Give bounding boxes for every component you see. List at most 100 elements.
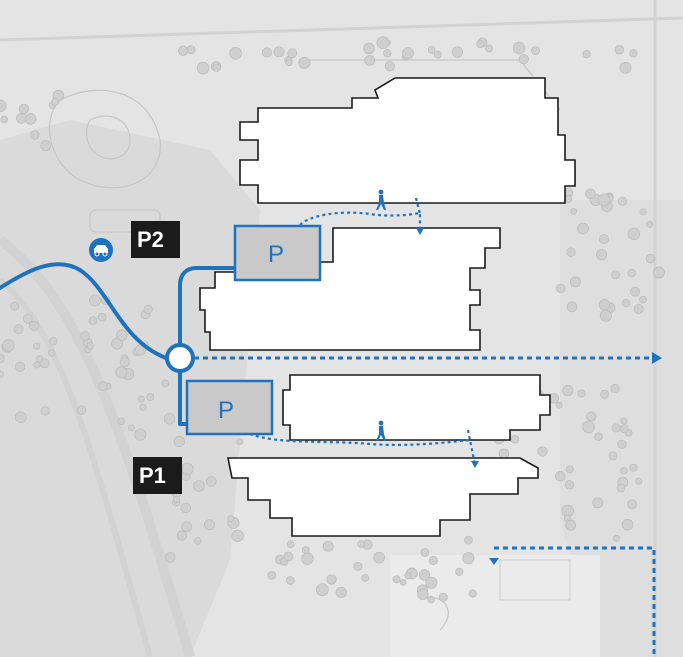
tree (619, 424, 629, 434)
route-to-p2 (178, 266, 248, 347)
tree (49, 337, 58, 346)
label-p2: P2 (131, 221, 180, 258)
tree (510, 434, 520, 444)
tree (206, 476, 217, 487)
arrow-east-exit (652, 352, 662, 364)
tree (127, 424, 135, 432)
tree (172, 495, 180, 503)
tree (33, 361, 41, 369)
tree (164, 552, 176, 563)
arrow-walk-north (416, 228, 424, 235)
tree (10, 301, 20, 311)
tree (531, 46, 540, 56)
tree (565, 519, 577, 531)
tree (18, 103, 30, 115)
label-p1: P1 (133, 457, 182, 494)
tree (86, 342, 94, 350)
tree (285, 58, 293, 67)
tree (582, 420, 595, 434)
parking-p1[interactable]: P (185, 379, 274, 436)
parking-area-p2[interactable] (233, 224, 322, 282)
tree (653, 266, 665, 279)
building-south-lower (227, 457, 539, 537)
tree (620, 417, 628, 425)
tree (555, 401, 563, 409)
tree (392, 575, 401, 584)
tree (298, 57, 311, 69)
tree (462, 552, 475, 565)
tree (137, 395, 145, 403)
tree (570, 207, 578, 215)
tree (418, 569, 431, 581)
tree (98, 381, 108, 391)
tree (613, 534, 620, 542)
tree (598, 299, 610, 311)
tree (76, 405, 87, 415)
tree (163, 413, 176, 425)
tree (364, 55, 375, 66)
walking-paths (249, 197, 477, 466)
tree (134, 428, 147, 441)
tree (0, 99, 7, 113)
tree (611, 423, 621, 433)
tree (273, 46, 285, 58)
tree (577, 389, 586, 398)
tree (361, 574, 370, 582)
tree (635, 477, 643, 485)
tree (610, 270, 621, 280)
buildings (199, 77, 576, 537)
tree (14, 411, 27, 424)
tree (399, 578, 407, 586)
tree (476, 40, 485, 49)
tree (194, 537, 202, 545)
tree (633, 303, 644, 314)
tree (2, 339, 15, 352)
tree-cluster (0, 36, 665, 604)
tree (621, 298, 631, 308)
tree (485, 44, 493, 53)
parking-p2[interactable]: P (233, 224, 322, 282)
tree (594, 432, 603, 441)
tree (468, 589, 477, 598)
tree (566, 301, 578, 313)
tree (585, 188, 596, 200)
parking-area-p1[interactable] (185, 379, 274, 436)
tree (40, 406, 50, 416)
walk-path-north-branch (414, 197, 422, 215)
label-p1-text: P1 (139, 463, 166, 488)
tree (556, 283, 566, 294)
tree (146, 393, 155, 402)
tree (15, 361, 26, 372)
tree (518, 54, 529, 65)
tree (373, 551, 385, 564)
tree (88, 316, 98, 325)
tree (451, 46, 464, 58)
tree (178, 45, 189, 56)
tree (621, 518, 634, 531)
tree (512, 41, 526, 55)
tree (566, 247, 576, 257)
car-icon (89, 238, 113, 262)
walk-path-south (249, 432, 477, 466)
tree (176, 530, 188, 541)
tree (181, 462, 194, 476)
tree (161, 379, 170, 388)
tree (24, 113, 37, 125)
tree (353, 561, 363, 571)
tree (143, 304, 153, 314)
tree (629, 49, 638, 58)
tree (599, 309, 612, 322)
tree (29, 320, 40, 332)
tree (646, 220, 654, 228)
tree (261, 47, 273, 58)
roundabout-icon (165, 343, 195, 373)
tree (181, 521, 193, 532)
tree (564, 480, 575, 490)
tree (0, 353, 5, 364)
building-south-upper (282, 374, 551, 441)
pedestrian-icon (376, 189, 386, 210)
tree (629, 463, 638, 472)
tree (229, 47, 242, 60)
tree (600, 389, 609, 399)
